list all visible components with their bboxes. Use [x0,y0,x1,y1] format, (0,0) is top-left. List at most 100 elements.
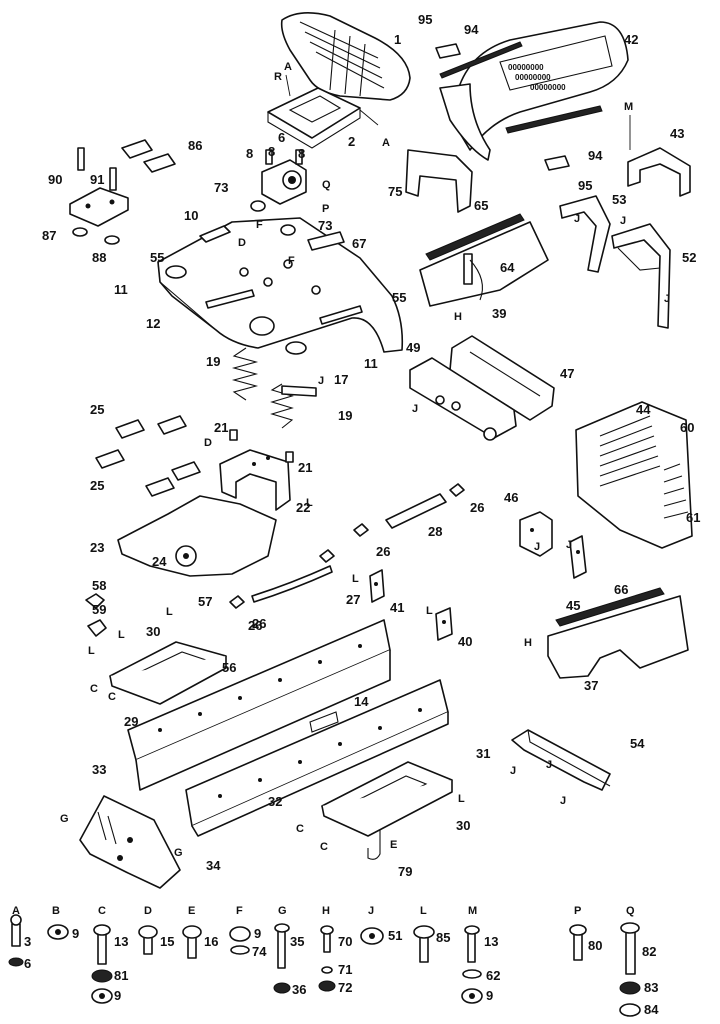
bracket-part-22 [219,429,294,511]
callout-label: 55 [150,250,164,265]
callout-label: 87 [42,228,56,243]
callout-label: 32 [268,794,282,809]
callout-label: 19 [206,354,220,369]
callout-label: A [382,137,390,149]
springs-part-19 [231,347,294,429]
callout-label: 26 [252,616,266,631]
handle-part-75 [405,149,473,213]
hardware-key-part-number: 9 [72,926,79,941]
callout-label: M [624,101,633,113]
hardware-key-part-number: 3 [24,934,31,949]
hood-decal-text: 00000000 00000000 00000000 [508,63,566,92]
callout-label: 10 [184,208,198,223]
bracket-part-54 [511,729,611,791]
callout-label: F [288,255,295,267]
hardware-key-letter: J [368,905,374,917]
hardware-key-letter: C [98,905,106,917]
hardware-key-part-number: 83 [644,980,658,995]
hardware-key-part-number: 81 [114,968,128,983]
callout-label: 42 [624,32,638,47]
callout-label: 26 [376,544,390,559]
callout-label: L [458,793,465,805]
hardware-key-letter: E [188,905,195,917]
hardware-key-part-number: 13 [484,934,498,949]
callout-label: 11 [364,356,378,371]
callout-label: C [320,841,328,853]
callout-label: 55 [392,290,406,305]
hardware-key-part-number: 9 [254,926,261,941]
decals-part-25 [95,415,201,497]
callout-label: 24 [152,554,167,569]
callout-label: L [352,573,359,585]
hardware-key-letter: D [144,905,152,917]
callout-label: 39 [492,306,506,321]
footrest-part-29-30 [109,641,227,705]
callout-label: 34 [206,858,221,873]
bumper-part-37 [547,587,689,679]
hardware-key-letter: B [52,905,60,917]
callout-label: 8 [298,146,305,161]
callout-label: 26 [248,618,262,633]
bracket-part-43 [627,115,691,197]
fender-deck-part-10 [157,200,404,355]
callout-label: 29 [124,714,138,729]
callout-label: 73 [318,218,332,233]
footrest-part-31-30 [321,761,453,837]
callout-label: 41 [390,600,404,615]
svg-text:00000000: 00000000 [515,73,551,82]
hardware-key-part-number: 35 [290,934,304,949]
hose-part-27 [251,565,333,603]
callout-label: 65 [474,198,488,213]
callout-label: 23 [90,540,104,555]
frame-rail-part-33 [127,619,391,791]
hardware-key-part-number: 82 [642,944,656,959]
bracket-part-17 [281,385,317,397]
callout-label: J [318,375,324,387]
panel-part-65-39 [419,213,549,307]
callout-label: L [306,497,313,509]
callout-label: 57 [198,594,212,609]
hardware-key-part-number: 16 [204,934,218,949]
seat-adjust-part-6 [261,149,307,205]
callout-label: 26 [470,500,484,515]
callout-label: 31 [476,746,490,761]
callout-label: 1 [394,32,401,47]
callout-label: 25 [90,478,104,493]
callout-label: R [274,71,282,83]
callout-label: 79 [398,864,412,879]
callout-label: 44 [636,402,651,417]
tube-part-28 [385,493,447,529]
hardware-key-part-number: 80 [588,938,602,953]
bracket-part-87 [69,147,129,245]
callout-label: L [118,629,125,641]
callout-label: 53 [612,192,626,207]
part-58-59 [85,593,107,637]
hardware-key-letter: G [278,905,287,917]
hardware-key-part-number: 84 [644,1002,659,1017]
hardware-key [8,914,641,1017]
callout-label: J [534,541,540,553]
hardware-key-part-number: 62 [486,968,500,983]
callout-label: 75 [388,184,402,199]
callout-label: 30 [146,624,160,639]
hardware-key-part-number: 36 [292,982,306,997]
grille-part-44 [575,401,693,549]
hardware-key-part-number: 72 [338,980,352,995]
bracket-part-46 [519,511,553,557]
callout-label: 11 [114,282,128,297]
hardware-key-letter: P [574,905,581,917]
hardware-key-part-number: 13 [114,934,128,949]
hardware-key-part-number: 6 [24,956,31,971]
callout-label: C [296,823,304,835]
hardware-key-part-number: 70 [338,934,352,949]
callout-label: 21 [214,420,228,435]
hardware-key-letter: H [322,905,330,917]
callout-label: 88 [92,250,106,265]
callout-label: 33 [92,762,106,777]
hardware-key-part-number: 9 [486,988,493,1003]
callout-label: 86 [188,138,202,153]
callout-label: 46 [504,490,518,505]
callout-label: 37 [584,678,598,693]
callout-label: J [546,759,552,771]
plate-part-34 [79,795,181,889]
